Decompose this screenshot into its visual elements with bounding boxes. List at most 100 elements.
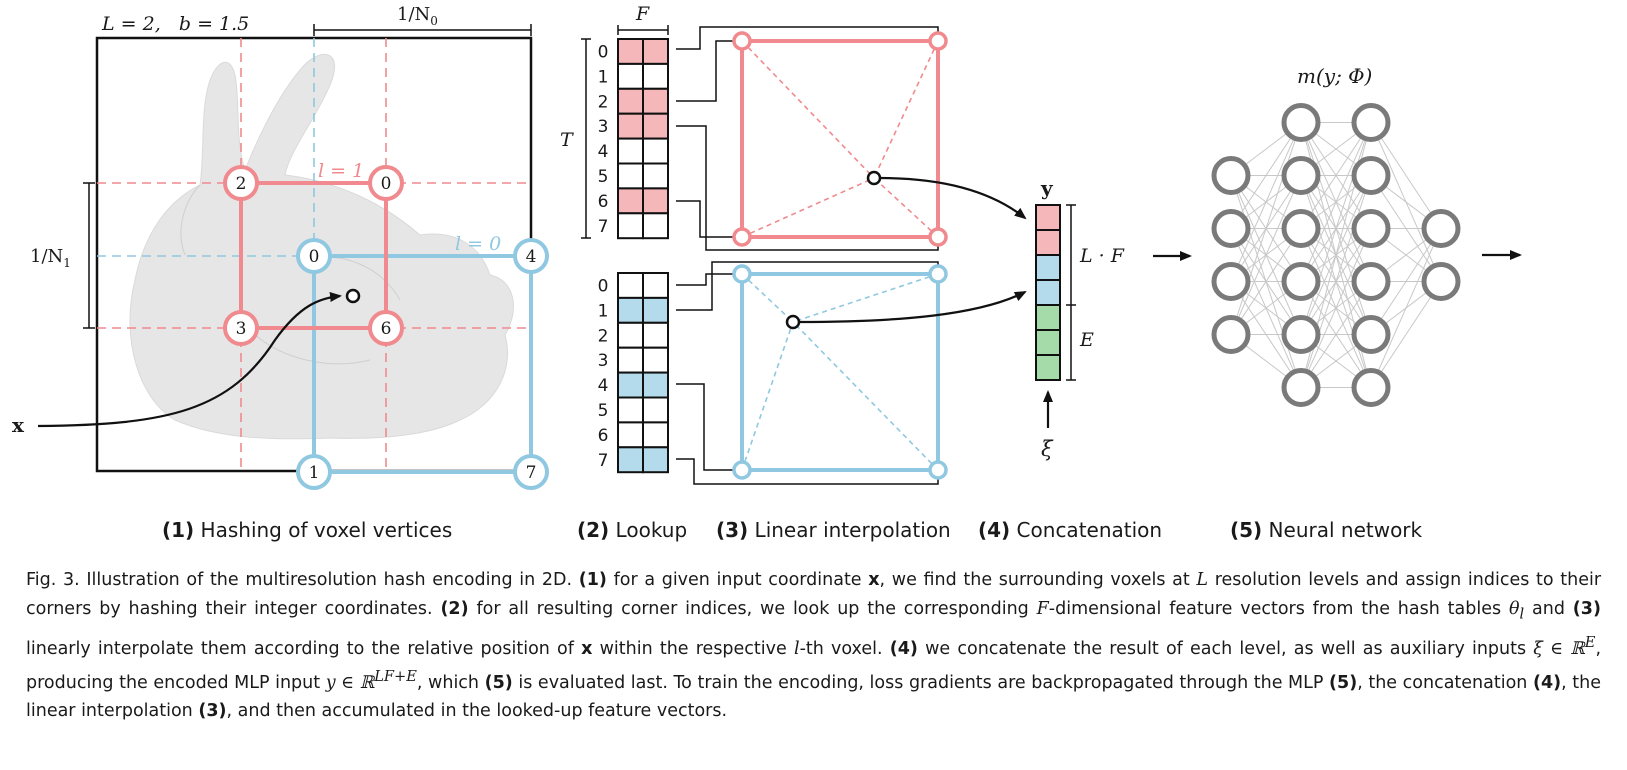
hash-table-1-index: 1 — [598, 67, 609, 87]
voxel-level-1 — [239, 181, 388, 330]
hash-table-0-cell — [617, 321, 644, 349]
hash-table-1-cell — [642, 112, 669, 140]
panel-hashing: 2 0 3 6 0 4 1 7 l = 1 l = 0 L = 2, b = 1… — [12, 4, 549, 490]
caption-ref: (4) — [1532, 672, 1562, 693]
network-neuron — [1351, 368, 1391, 407]
caption-symbol: l — [1519, 605, 1525, 622]
caption-fig-number: Fig. 3. — [26, 570, 80, 590]
caption-text: -dimensional feature vectors from the ha… — [1048, 598, 1509, 619]
hash-table-0-cell — [642, 446, 669, 474]
caption-symbol: LF+E — [374, 667, 417, 685]
node-l0-c: 1 — [309, 463, 320, 483]
vector-cell — [1035, 254, 1061, 281]
caption-text: -th voxel. — [799, 638, 890, 659]
hash-table-1-index: 4 — [598, 142, 609, 162]
lf-bracket — [1066, 204, 1076, 381]
network-neuron — [1211, 156, 1251, 195]
interp-corners-level-0 — [732, 264, 948, 480]
res1-bracket — [83, 182, 95, 329]
hash-table-1-cell — [642, 62, 669, 90]
caption-ref: (5) — [484, 672, 513, 693]
hash-table-0-cell — [642, 396, 669, 424]
network-edge — [1230, 122, 1302, 335]
network-edge — [1370, 122, 1442, 229]
hash-table-1-cell — [617, 87, 644, 115]
network-edge — [1300, 281, 1372, 388]
caption-text: , and then accumulated in the looked-up … — [226, 701, 728, 722]
level-1-nodes: 2 0 3 6 — [223, 165, 404, 346]
hash-table-1-index: 7 — [598, 217, 609, 237]
hash-table-0-cell — [642, 272, 669, 299]
hash-table-1-cell — [617, 38, 644, 65]
network-neuron — [1421, 209, 1461, 248]
node-l0-d: 7 — [526, 463, 537, 483]
hash-table-1-cell — [617, 162, 644, 190]
network-neuron — [1281, 315, 1321, 354]
caption-ref: (3) — [1572, 598, 1601, 619]
network-edge — [1300, 228, 1372, 388]
network-neuron — [1211, 209, 1251, 248]
hash-table-1-index: 6 — [598, 192, 609, 212]
caption-ref: (3) — [198, 701, 227, 722]
interp-lines-level-1 — [741, 40, 939, 238]
network-neuron — [1351, 209, 1391, 248]
hash-table-1-cell — [617, 62, 644, 90]
caption-symbol: ξ ∈ ℝ — [1533, 638, 1585, 659]
network-edge — [1230, 175, 1302, 335]
hash-table-0-index: 3 — [598, 351, 609, 371]
node-l0-a: 0 — [309, 247, 320, 267]
caption-symbol: E — [1584, 633, 1596, 651]
network-edge — [1230, 122, 1302, 282]
input-label: x — [12, 413, 25, 437]
hash-table-1-cell — [642, 38, 669, 65]
caption-text: we concatenate the result of each level,… — [917, 638, 1534, 659]
caption-text: , producing the encoded MLP input — [26, 638, 1602, 693]
neural-network — [1211, 103, 1461, 407]
network-edge — [1230, 228, 1302, 335]
hash-table-0-index: 4 — [598, 376, 609, 396]
network-neuron — [1211, 315, 1251, 354]
caption-text: , which — [416, 672, 485, 693]
hash-table-0-cell — [617, 446, 644, 474]
node-l1-c: 3 — [236, 319, 247, 339]
hash-table-1-cell — [617, 137, 644, 165]
panel-label-3: (3) Linear interpolation — [716, 518, 951, 542]
hash-table-1-cell — [642, 87, 669, 115]
hash-table-0-cell — [642, 371, 669, 399]
node-l0-b: 4 — [526, 247, 537, 267]
network-neuron — [1351, 103, 1391, 142]
panel-labels: (1) Hashing of voxel vertices (2) Lookup… — [162, 518, 1423, 542]
figure-caption: Fig. 3. Illustration of the multiresolut… — [26, 566, 1601, 726]
hash-table-1-index: 2 — [598, 92, 609, 112]
vector-cell — [1035, 204, 1061, 231]
network-label: m(y; Φ) — [1297, 64, 1372, 88]
hash-table-0-index: 2 — [598, 326, 609, 346]
panel-concatenation: y L · F E ξ — [1035, 176, 1192, 461]
grid-level-0 — [97, 38, 315, 257]
caption-symbol: F — [1036, 598, 1049, 619]
caption-symbol: x — [581, 638, 593, 659]
xi-label: ξ — [1041, 437, 1054, 461]
node-l1-b: 0 — [381, 174, 392, 194]
network-edge — [1300, 175, 1372, 388]
panel-network: m(y; Φ) — [1211, 64, 1522, 407]
network-neuron — [1281, 156, 1321, 195]
hash-table-1-index: 3 — [598, 117, 609, 137]
network-edge — [1370, 228, 1442, 388]
interp-point-level-0 — [785, 314, 801, 330]
hash-table-1-cell — [617, 187, 644, 215]
caption-text: , we find the surrounding voxels at — [879, 570, 1197, 590]
hash-table-1-cell — [617, 212, 644, 240]
caption-ref: (4) — [889, 638, 918, 659]
panel-label-5: (5) Neural network — [1230, 518, 1423, 542]
network-edge — [1300, 122, 1372, 282]
node-l1-a: 2 — [236, 174, 247, 194]
caption-symbol: θ — [1508, 598, 1520, 619]
network-neuron — [1281, 209, 1321, 248]
figure: 2 0 3 6 0 4 1 7 l = 1 l = 0 L = 2, b = 1… — [12, 3, 1522, 542]
input-point — [345, 288, 361, 304]
network-neuron — [1351, 262, 1391, 301]
caption-ref: (1) — [578, 570, 607, 590]
